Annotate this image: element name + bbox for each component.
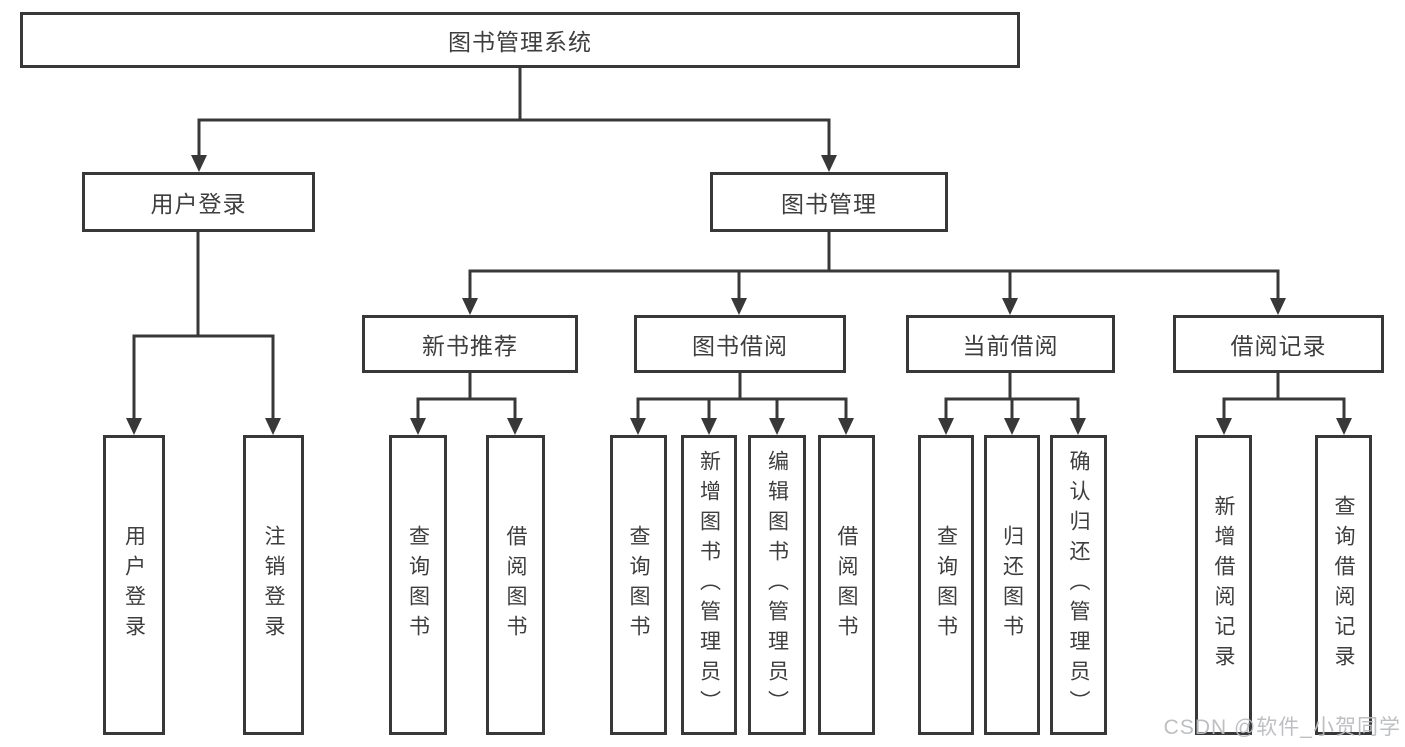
node-current-borrowing: 当前借阅 <box>906 315 1115 373</box>
arrow-icon <box>1216 418 1232 435</box>
arrow-icon <box>769 418 785 435</box>
leaf-current-confirm-return-admin: 确认归还（管理员） <box>1050 435 1107 735</box>
leaf-user-login-label: 用户登录 <box>122 525 146 645</box>
arrow-icon <box>630 418 646 435</box>
csdn-watermark: CSDN @软件_小贺同学 <box>1163 716 1401 739</box>
leaf-new-books-borrow: 借阅图书 <box>486 435 545 735</box>
arrow-icon <box>191 155 207 172</box>
node-user-login-branch: 用户登录 <box>82 172 315 232</box>
node-book-borrowing-label: 图书借阅 <box>692 333 788 359</box>
leaf-new-books-query: 查询图书 <box>389 435 447 735</box>
arrow-icon <box>1070 418 1086 435</box>
leaf-logout-label: 注销登录 <box>262 525 285 645</box>
node-new-book-recommend: 新书推荐 <box>362 315 578 373</box>
leaf-current-return: 归还图书 <box>984 435 1040 735</box>
connector-root-to-branches <box>197 68 831 158</box>
leaf-current-confirm-return-admin-label: 确认归还（管理员） <box>1067 450 1090 720</box>
arrow-icon <box>821 155 837 172</box>
leaf-records-query-label: 查询借阅记录 <box>1332 495 1355 675</box>
connector-new-books-to-leaves <box>416 373 517 421</box>
leaf-borrowing-edit-admin-label: 编辑图书（管理员） <box>765 450 789 720</box>
leaf-current-return-label: 归还图书 <box>1000 525 1024 645</box>
node-borrow-records-label: 借阅记录 <box>1230 333 1327 359</box>
arrow-icon <box>1336 418 1352 435</box>
leaf-logout: 注销登录 <box>243 435 304 735</box>
leaf-new-books-borrow-label: 借阅图书 <box>504 525 527 645</box>
node-new-book-recommend-label: 新书推荐 <box>422 333 518 359</box>
leaf-records-add: 新增借阅记录 <box>1195 435 1252 735</box>
arrow-icon <box>1270 298 1286 315</box>
arrow-icon <box>507 418 523 435</box>
connector-user-login-to-leaves <box>132 232 275 421</box>
node-book-borrowing: 图书借阅 <box>634 315 846 373</box>
connector-borrowing-to-leaves <box>636 373 848 421</box>
leaf-borrowing-edit-admin: 编辑图书（管理员） <box>748 435 806 735</box>
arrow-icon <box>701 418 717 435</box>
leaf-records-add-label: 新增借阅记录 <box>1212 495 1235 675</box>
leaf-user-login: 用户登录 <box>103 435 165 735</box>
arrowheads <box>126 155 1352 435</box>
leaf-borrowing-borrow-label: 借阅图书 <box>835 525 858 645</box>
node-book-management-branch: 图书管理 <box>710 172 948 232</box>
arrow-icon <box>462 298 478 315</box>
leaf-borrowing-query-label: 查询图书 <box>627 525 650 645</box>
node-book-management-branch-label: 图书管理 <box>781 191 877 217</box>
arrow-icon <box>838 418 854 435</box>
node-root: 图书管理系统 <box>20 12 1020 68</box>
connector-records-to-leaves <box>1222 373 1346 421</box>
arrow-icon <box>410 418 426 435</box>
arrow-icon <box>731 298 747 315</box>
leaf-borrowing-add-admin-label: 新增图书（管理员） <box>697 450 721 720</box>
leaf-current-query: 查询图书 <box>918 435 974 735</box>
node-current-borrowing-label: 当前借阅 <box>962 333 1059 359</box>
leaf-new-books-query-label: 查询图书 <box>406 525 430 645</box>
leaf-borrowing-query: 查询图书 <box>610 435 667 735</box>
arrow-icon <box>1004 418 1020 435</box>
node-borrow-records: 借阅记录 <box>1173 315 1384 373</box>
connector-current-to-leaves <box>944 373 1080 421</box>
leaf-borrowing-add-admin: 新增图书（管理员） <box>681 435 737 735</box>
leaf-current-query-label: 查询图书 <box>934 525 958 645</box>
arrow-icon <box>126 418 142 435</box>
arrow-icon <box>1002 298 1018 315</box>
connector-book-mgmt-to-modules <box>468 232 1280 301</box>
arrow-icon <box>265 418 281 435</box>
node-root-label: 图书管理系统 <box>448 29 592 55</box>
node-user-login-branch-label: 用户登录 <box>150 191 247 217</box>
leaf-borrowing-borrow: 借阅图书 <box>818 435 875 735</box>
arrow-icon <box>938 418 954 435</box>
leaf-records-query: 查询借阅记录 <box>1315 435 1372 735</box>
